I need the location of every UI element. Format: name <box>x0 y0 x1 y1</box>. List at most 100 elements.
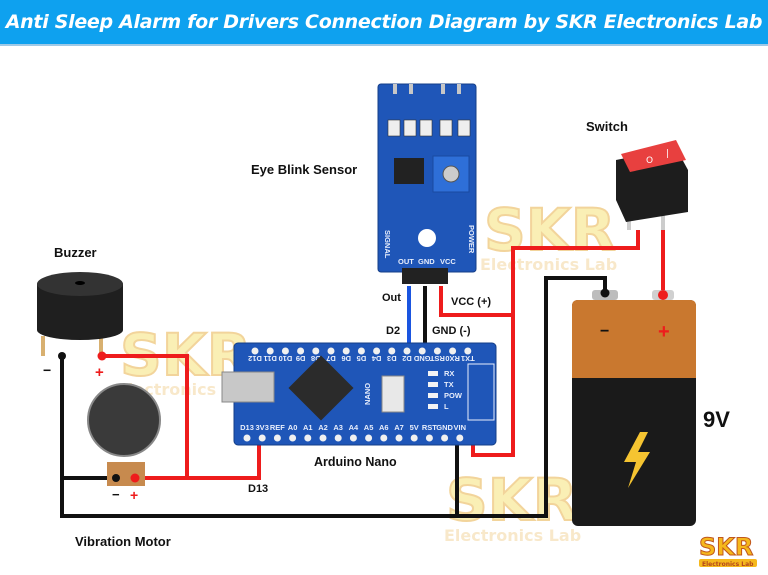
arduino-bottom-pin-label: VIN <box>454 423 467 432</box>
arduino-top-pin-label: GND <box>413 354 430 363</box>
arduino-top-hole <box>373 347 381 355</box>
arduino-top-hole <box>266 347 274 355</box>
arduino-bottom-pin-label: 5V <box>410 423 419 432</box>
wire-label-d2: D2 <box>386 325 400 337</box>
arduino-label: Arduino Nano <box>314 455 397 469</box>
arduino-bottom-pin-label: A5 <box>364 423 374 432</box>
arduino-bottom-hole <box>410 434 418 442</box>
switch-on-symbol: | <box>666 149 669 159</box>
watermark-3: SKR Electronics Lab <box>444 465 581 545</box>
arduino-bottom-hole <box>395 434 403 442</box>
watermark-brand: SKR <box>484 196 615 264</box>
wire-label-out: Out <box>382 292 401 304</box>
arduino-bottom-pin-label: A6 <box>379 423 389 432</box>
switch-rocker[interactable] <box>621 140 686 172</box>
arduino-top-pin-label: RST <box>429 354 444 363</box>
motor-body <box>87 383 161 457</box>
arduino-top-hole <box>433 347 441 355</box>
watermark-2: SKR Electronics Lab <box>480 195 617 274</box>
arduino-bottom-hole <box>273 434 281 442</box>
arduino-top-hole <box>449 347 457 355</box>
arduino-top-pin-label: D7 <box>326 354 336 363</box>
arduino-top-pin-label: D9 <box>296 354 306 363</box>
arduino-top-pin-label: D10 <box>279 354 293 363</box>
sensor-header <box>402 268 448 284</box>
sensor-chip <box>394 158 424 184</box>
status-led <box>428 393 438 398</box>
status-led <box>428 382 438 387</box>
arduino-bottom-hole <box>304 434 312 442</box>
sensor-label: Eye Blink Sensor <box>251 162 357 177</box>
arduino-top-pin-label: D2 <box>402 354 412 363</box>
sensor-pin-vcc: VCC <box>440 257 456 266</box>
arduino-bottom-pin-label: A3 <box>333 423 343 432</box>
arduino-bottom-hole <box>258 434 266 442</box>
wires <box>60 230 665 518</box>
arduino-bottom-pin-label: RST <box>422 423 437 432</box>
lightning-icon <box>624 432 650 488</box>
wire-vin <box>471 315 515 457</box>
sensor-pin-out: OUT <box>398 257 414 266</box>
arduino-nano-text: NANO <box>363 383 372 405</box>
arduino-bottom-hole <box>243 434 251 442</box>
arduino-top-pin-label: RX0 <box>445 354 460 363</box>
sensor-resistors <box>387 119 471 137</box>
wire-ground-main <box>60 276 607 518</box>
sensor-pin-gnd: GND <box>418 257 435 266</box>
arduino-top-hole <box>312 347 320 355</box>
rocker-switch[interactable]: O | <box>616 140 688 230</box>
arduino-bottom-pin-label: A0 <box>288 423 298 432</box>
wire-sensor-vcc <box>439 230 640 317</box>
arduino-bottom-pin-label: A2 <box>318 423 328 432</box>
led-label: POW <box>444 391 463 400</box>
switch-off-symbol: O <box>646 156 653 166</box>
watermark-brand: SKR <box>446 466 577 534</box>
arduino-top-pin-label: D3 <box>387 354 397 363</box>
logo-brand: SKR <box>699 533 753 561</box>
usb-connector <box>221 371 275 403</box>
battery-pos-sign: + <box>658 321 670 343</box>
buzzer-label: Buzzer <box>54 245 97 260</box>
arduino-bottom-pin-label: D13 <box>240 423 254 432</box>
microcontroller-chip <box>288 355 354 421</box>
battery-neg-sign: − <box>600 323 609 340</box>
skr-logo: SKR Electronics Lab <box>699 533 757 568</box>
buzzer <box>37 272 123 361</box>
arduino-top-pin-label: D11 <box>264 354 277 363</box>
buzzer-pos-sign: + <box>95 364 104 381</box>
arduino-bottom-hole <box>349 434 357 442</box>
switch-label: Switch <box>586 119 628 134</box>
motor-pads <box>107 462 145 486</box>
arduino-top-hole <box>418 347 426 355</box>
logo-sub: Electronics Lab <box>702 561 754 568</box>
arduino-top-pin-label: D8 <box>311 354 321 363</box>
arduino-bottom-hole <box>441 434 449 442</box>
sensor-hole <box>418 229 436 247</box>
led-label: L <box>444 402 449 411</box>
arduino-bottom-hole <box>425 434 433 442</box>
icsp-header <box>467 363 495 421</box>
sensor-top-pins <box>393 84 461 94</box>
arduino-top-hole <box>357 347 365 355</box>
arduino-top-hole <box>251 347 259 355</box>
led-label: RX <box>444 369 454 378</box>
arduino-top-pin-label: D4 <box>371 354 381 363</box>
led-label: TX <box>444 380 454 389</box>
arduino-bottom-pin-label: A4 <box>349 423 359 432</box>
buzzer-body <box>37 284 123 340</box>
arduino-bottom-hole <box>319 434 327 442</box>
buzzer-neg-sign: − <box>43 362 51 378</box>
wire-label-vcc: VCC (+) <box>451 296 491 308</box>
arduino-top-hole <box>297 347 305 355</box>
arduino-top-holes <box>251 347 472 355</box>
vibration-motor <box>87 383 161 486</box>
arduino-bottom-pin-label: A1 <box>303 423 313 432</box>
potentiometer-knob <box>442 165 460 183</box>
battery-voltage-label: 9V <box>703 407 730 432</box>
arduino-top-hole <box>464 347 472 355</box>
watermark-sub: Electronics Lab <box>444 526 581 545</box>
arduino-top-hole <box>281 347 289 355</box>
arduino-bottom-hole <box>380 434 388 442</box>
